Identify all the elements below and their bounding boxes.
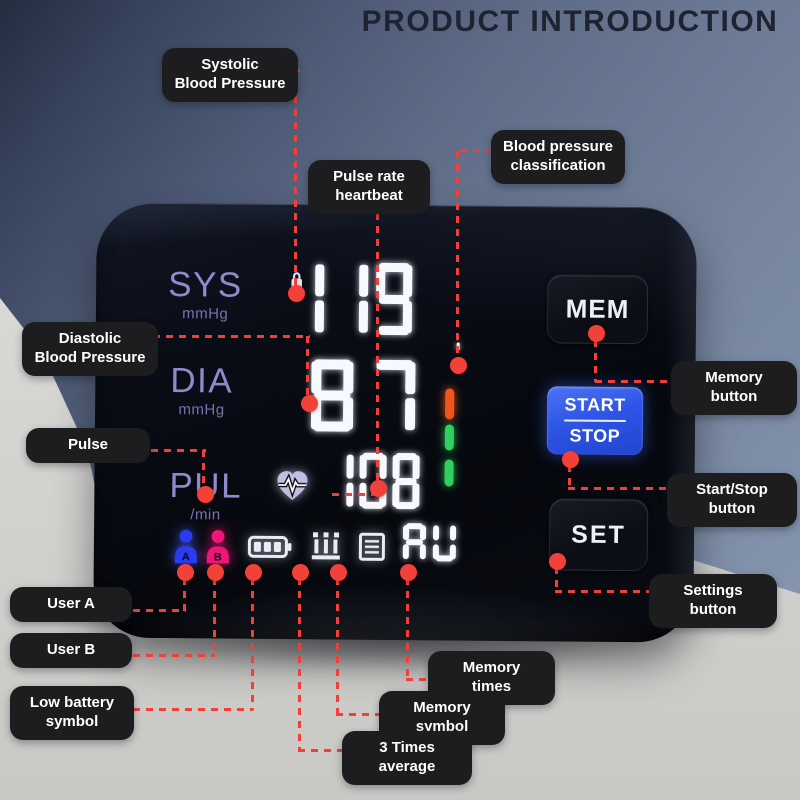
callout-low-battery: Low battery symbol <box>10 686 134 740</box>
callout-user-a: User A <box>10 587 132 622</box>
connector-start-stop <box>568 465 571 490</box>
user-b-letter: B <box>214 551 222 563</box>
marker-dot-memory-symbol <box>330 564 347 581</box>
connector-pulse-rate <box>332 493 374 496</box>
connector-user-b <box>213 578 216 656</box>
stop-label: STOP <box>569 425 621 446</box>
memory-bank-icon <box>311 532 340 560</box>
connector-pulse <box>138 449 206 452</box>
classification-segment-green-2 <box>444 459 454 487</box>
connector-systolic <box>294 70 297 288</box>
connector-low-battery <box>251 578 254 710</box>
connector-user-a <box>183 578 186 611</box>
marker-dot-diastolic <box>301 395 318 412</box>
connector-classification <box>460 149 495 152</box>
marker-dot-three-times-average <box>292 564 309 581</box>
marker-dot-settings <box>549 553 566 570</box>
heartbeat-heart-icon <box>277 471 308 501</box>
sys-value-display <box>288 262 421 336</box>
dia-reading-label: DIA mmHg <box>170 361 234 419</box>
callout-classification: Blood pressure classification <box>491 130 625 184</box>
dia-label: DIA <box>170 361 234 401</box>
connector-diastolic <box>140 335 310 338</box>
connector-settings <box>555 567 558 592</box>
average-indicator-display <box>402 523 463 562</box>
marker-dot-memory-button <box>588 325 605 342</box>
connector-memory-symbol <box>336 578 339 716</box>
classification-segment-green-1 <box>444 424 454 451</box>
connector-start-stop <box>568 487 670 490</box>
user-a-letter: A <box>182 551 190 563</box>
memory-list-icon <box>358 532 386 561</box>
marker-dot-memory-times <box>400 564 417 581</box>
callout-memory-button: Memory button <box>671 361 797 415</box>
callout-diastolic: Diastolic Blood Pressure <box>22 322 158 376</box>
blood-pressure-monitor: SYS mmHg DIA mmHg PUL /min <box>93 202 697 643</box>
callout-pulse-rate: Pulse rate heartbeat <box>308 160 430 214</box>
callout-pulse: Pulse <box>26 428 150 463</box>
connector-user-a <box>120 609 186 612</box>
start-label: START <box>564 394 626 416</box>
marker-dot-low-battery <box>245 564 262 581</box>
connector-three-times-average <box>298 578 301 752</box>
sys-reading-label: SYS mmHg <box>168 265 243 323</box>
callout-systolic: Systolic Blood Pressure <box>162 48 298 102</box>
marker-dot-pulse <box>197 486 214 503</box>
user-a-icon: A <box>174 529 197 564</box>
connector-memory-times <box>406 578 409 681</box>
marker-dot-start-stop <box>562 451 579 468</box>
sys-label: SYS <box>168 265 243 305</box>
marker-dot-user-a <box>177 564 194 581</box>
callout-user-b: User B <box>10 633 132 668</box>
callout-three-times-average: 3 Times average <box>342 731 472 785</box>
connector-pulse <box>202 450 205 488</box>
callout-settings-button: Settings button <box>649 574 777 628</box>
connector-memory-times <box>406 678 430 681</box>
connector-memory-button <box>595 380 673 383</box>
marker-dot-classification <box>450 357 467 374</box>
connector-memory-button <box>594 340 597 382</box>
sys-unit: mmHg <box>182 305 229 323</box>
start-stop-divider <box>564 419 627 423</box>
connector-user-b <box>120 654 215 657</box>
battery-icon <box>247 535 292 559</box>
marker-dot-user-b <box>207 564 224 581</box>
dia-value-display <box>310 359 436 432</box>
pul-unit: /min <box>190 506 221 524</box>
callout-start-stop-button: Start/Stop button <box>667 473 797 527</box>
marker-dot-systolic <box>288 285 305 302</box>
start-stop-button[interactable]: START STOP <box>546 386 644 456</box>
connector-settings <box>555 590 652 593</box>
connector-diastolic <box>306 336 309 397</box>
marker-dot-pulse-rate <box>370 480 387 497</box>
connector-pulse-rate <box>376 200 379 483</box>
connector-low-battery <box>120 708 253 711</box>
connector-classification <box>456 151 459 359</box>
dia-unit: mmHg <box>178 401 225 419</box>
connector-three-times-average <box>298 749 345 752</box>
classification-segment-orange <box>445 388 455 420</box>
connector-memory-symbol <box>336 713 382 716</box>
user-b-icon: B <box>206 529 229 564</box>
page-title: PRODUCT INTRODUCTION <box>361 5 779 38</box>
